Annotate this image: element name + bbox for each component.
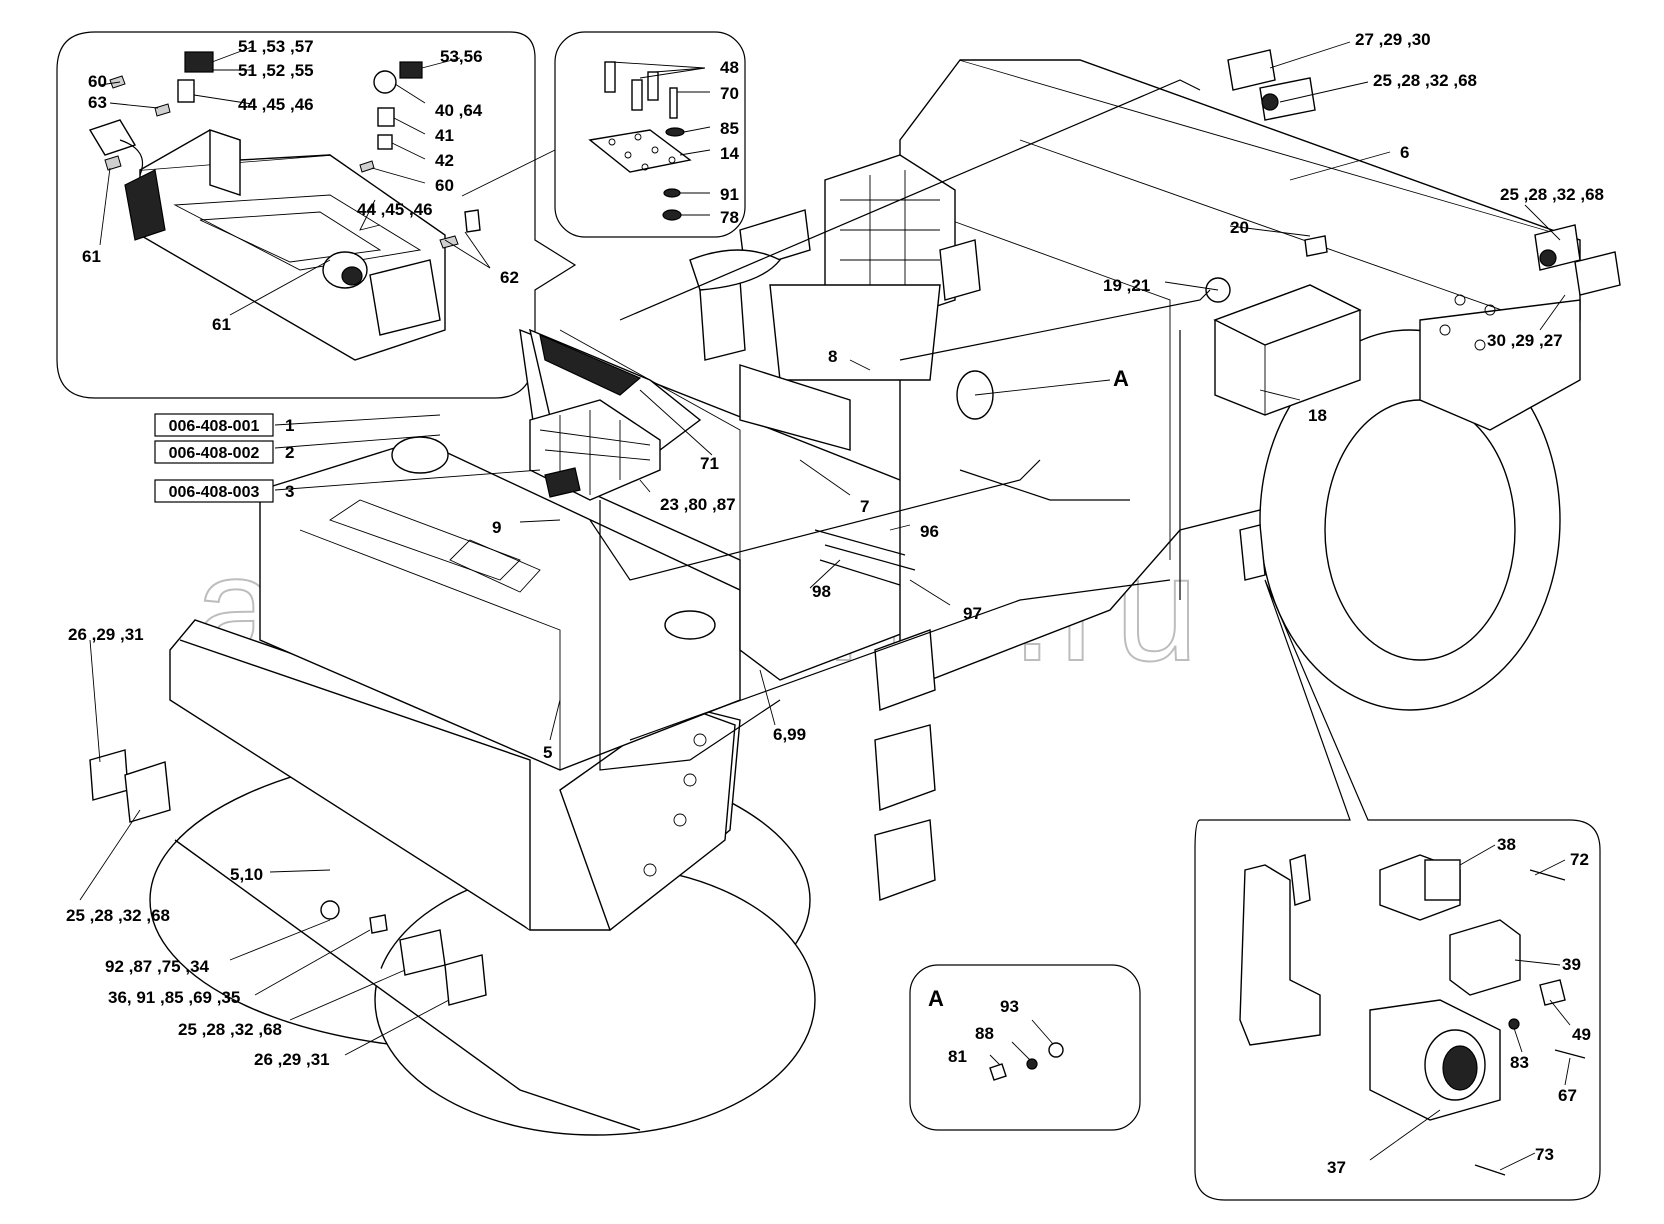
- part-label: 72: [1570, 850, 1589, 869]
- part-label: 25 ,28 ,32 ,68: [178, 1020, 282, 1039]
- part-label: 5,10: [230, 865, 263, 884]
- part-label: 30 ,29 ,27: [1487, 331, 1563, 350]
- part-label: 20: [1230, 218, 1249, 237]
- part-label: 83: [1510, 1053, 1529, 1072]
- inset-socket-bracket: [1194, 579, 1601, 1201]
- part-label: 37: [1327, 1158, 1346, 1177]
- part-label: 36, 91 ,85 ,69 ,35: [108, 988, 240, 1007]
- inset-sensors: [461, 31, 746, 238]
- part-label: 81: [948, 1047, 967, 1066]
- part-label: 92 ,87 ,75 ,34: [105, 957, 210, 976]
- labels-main: 27 ,29 ,30 25 ,28 ,32 ,68 6 25 ,28 ,32 ,…: [66, 30, 1604, 1069]
- labels-control-panel: 51 ,53 ,57 51 ,52 ,55 60 63 44 ,45 ,46 5…: [82, 37, 519, 334]
- part-label: 67: [1558, 1086, 1577, 1105]
- part-label: 27 ,29 ,30: [1355, 30, 1431, 49]
- part-label: 78: [720, 208, 739, 227]
- part-label: 5: [543, 743, 552, 762]
- part-label: 63: [88, 93, 107, 112]
- part-label: 60: [435, 176, 454, 195]
- leader-lines: [79, 41, 1566, 1056]
- part-label: 14: [720, 144, 739, 163]
- part-label: 62: [500, 268, 519, 287]
- part-label: 25 ,28 ,32 ,68: [66, 906, 170, 925]
- part-label: 25 ,28 ,32 ,68: [1500, 185, 1604, 204]
- part-label: 7: [860, 497, 869, 516]
- part-label: 91: [720, 185, 739, 204]
- part-label: 6: [1400, 143, 1409, 162]
- part-label: 73: [1535, 1145, 1554, 1164]
- part-ref-num: 2: [285, 443, 294, 462]
- part-label: 96: [920, 522, 939, 541]
- part-ref-code: 006-408-002: [169, 445, 260, 462]
- part-label: 51 ,52 ,55: [238, 61, 314, 80]
- roller-machine: [89, 49, 1621, 1136]
- part-label: 44 ,45 ,46: [357, 200, 433, 219]
- part-label: 23 ,80 ,87: [660, 495, 736, 514]
- part-label: 44 ,45 ,46: [238, 95, 314, 114]
- labels-socket-bracket: 38 72 39 49 83 67 73 37: [1327, 835, 1591, 1177]
- part-label: 40 ,64: [435, 101, 483, 120]
- inset-detail-a: [909, 964, 1141, 1131]
- part-label: 61: [82, 247, 101, 266]
- detail-a-title: A: [928, 986, 944, 1011]
- part-label: 51 ,53 ,57: [238, 37, 314, 56]
- part-label: 71: [700, 454, 719, 473]
- part-label: 26 ,29 ,31: [68, 625, 144, 644]
- part-label: 9: [492, 518, 501, 537]
- part-label: 97: [963, 604, 982, 623]
- part-label: 60: [88, 72, 107, 91]
- part-label: 6,99: [773, 725, 806, 744]
- detail-a-marker: A: [1113, 366, 1129, 391]
- part-ref-code: 006-408-001: [169, 418, 260, 435]
- part-label: 48: [720, 58, 739, 77]
- part-label: 42: [435, 151, 454, 170]
- part-label: 41: [435, 126, 454, 145]
- part-ref-num: 1: [285, 416, 294, 435]
- part-label: 38: [1497, 835, 1516, 854]
- part-label: 53,56: [440, 47, 483, 66]
- part-label: 19 ,21: [1103, 276, 1150, 295]
- part-label: 18: [1308, 406, 1327, 425]
- labels-detail-a: A 93 88 81: [928, 986, 1019, 1066]
- part-ref-code: 006-408-003: [169, 484, 260, 501]
- part-ref-list: 006-408-001 1 006-408-002 2 006-408-003 …: [154, 413, 294, 503]
- part-label: 61: [212, 315, 231, 334]
- labels-sensors: 48 70 85 14 91 78: [720, 58, 739, 227]
- part-label: 49: [1572, 1025, 1591, 1044]
- part-label: 85: [720, 119, 739, 138]
- part-label: 93: [1000, 997, 1019, 1016]
- part-label: 26 ,29 ,31: [254, 1050, 330, 1069]
- part-label: 25 ,28 ,32 ,68: [1373, 71, 1477, 90]
- part-label: 39: [1562, 955, 1581, 974]
- part-label: 70: [720, 84, 739, 103]
- inset-control-panel: [56, 31, 577, 399]
- part-ref-1: 006-408-001 1: [154, 413, 294, 437]
- part-ref-3: 006-408-003 3: [154, 479, 294, 503]
- part-label: 98: [812, 582, 831, 601]
- part-label: 8: [828, 347, 837, 366]
- part-ref-2: 006-408-002 2: [154, 440, 294, 464]
- part-label: 88: [975, 1024, 994, 1043]
- part-ref-num: 3: [285, 482, 294, 501]
